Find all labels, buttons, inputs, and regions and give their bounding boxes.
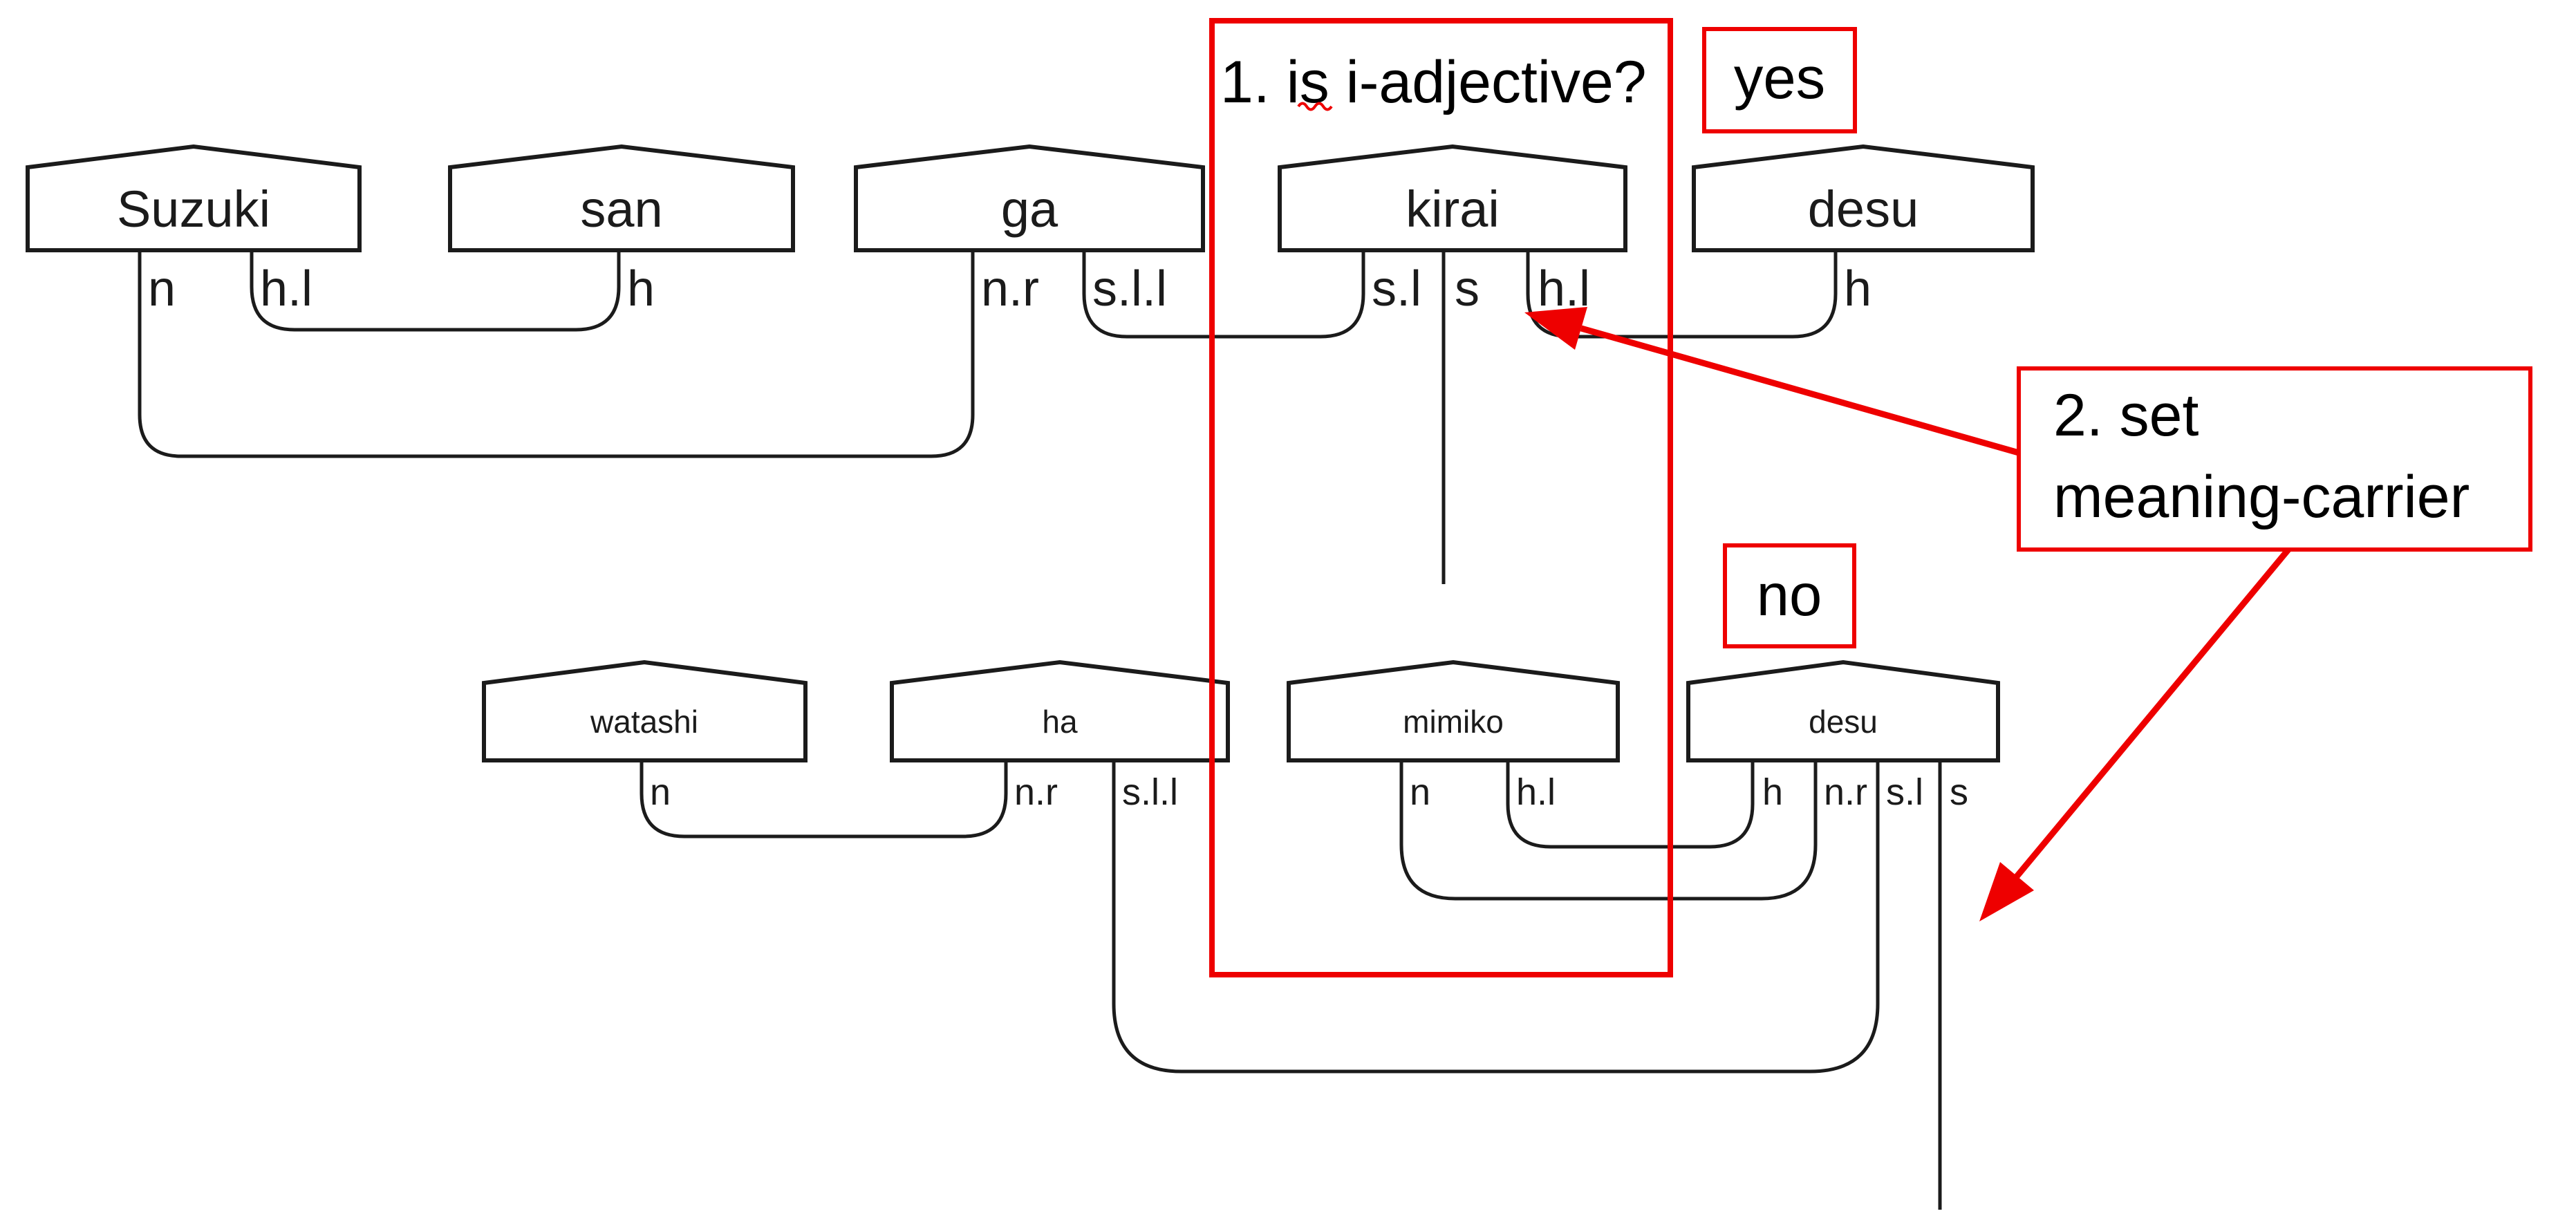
port-label-mimiko-n: n — [1410, 771, 1430, 813]
word-node-ha: ha — [890, 659, 1230, 762]
link-mimiko-hl-desu-h — [1506, 760, 1755, 849]
port-label-desu-bottom-h: h — [1762, 771, 1783, 813]
arrow-step2-to-kirai-s — [1524, 307, 2020, 456]
word-label-ha: ha — [1042, 704, 1078, 740]
port-label-watashi-n: n — [650, 771, 671, 813]
no-badge: no — [1723, 543, 1856, 648]
spellcheck-squiggle — [1297, 102, 1333, 111]
word-label-ga: ga — [1001, 180, 1058, 238]
port-label-ha-nr: n.r — [1014, 771, 1058, 813]
arrow-step2-to-kirai-s-head-icon — [1524, 307, 1587, 350]
step2-label-line2: meaning-carrier — [2053, 464, 2470, 530]
word-label-desu-top: desu — [1808, 180, 1919, 238]
word-node-desu-bottom: desu — [1686, 659, 2000, 762]
no-label: no — [1757, 563, 1822, 628]
word-label-suzuki: Suzuki — [117, 180, 270, 238]
word-node-watashi: watashi — [482, 659, 808, 762]
port-label-suzuki-hl: h.l — [260, 261, 312, 317]
link-ga-sll-kirai-sl — [1082, 250, 1365, 339]
word-node-suzuki: Suzuki — [26, 144, 362, 252]
port-label-desu-bottom-sl: s.l — [1886, 771, 1923, 813]
step2-label-line1: 2. set — [2053, 382, 2199, 449]
word-box-watashi — [482, 659, 808, 762]
word-box-desu-top — [1692, 144, 2035, 252]
port-label-ha-sll: s.l.l — [1122, 771, 1178, 813]
word-node-san: san — [448, 144, 795, 252]
link-mimiko-n-desu-nr — [1399, 760, 1818, 901]
word-box-suzuki — [26, 144, 362, 252]
word-box-san — [448, 144, 795, 252]
top-sentence-diagram: Suzuki san ga kirai desu n h.l h n.r — [26, 144, 2035, 584]
word-label-mimiko: mimiko — [1403, 704, 1504, 740]
yes-box — [1702, 27, 1857, 133]
port-label-kirai-s: s — [1455, 261, 1480, 317]
link-suzuki-n-ga-nr — [138, 250, 975, 458]
bottom-sentence-diagram: watashi ha mimiko desu n n.r s.l.l n h.l… — [482, 659, 2000, 1210]
port-label-kirai-sl: s.l — [1372, 261, 1421, 317]
word-node-mimiko: mimiko — [1287, 659, 1620, 762]
port-label-desu-bottom-s: s — [1950, 771, 1968, 813]
port-label-ga-nr: n.r — [981, 261, 1039, 317]
annotations-overlay: 1. is i-adjective? yes no 2. set meaning… — [1209, 18, 2532, 977]
link-ha-sll-desu-sl — [1112, 760, 1880, 1074]
word-box-mimiko — [1287, 659, 1620, 762]
word-label-kirai: kirai — [1406, 180, 1500, 238]
link-suzuki-hl-san-h — [250, 250, 621, 332]
arrow-step2-to-desu-s-head-icon — [1979, 862, 2034, 921]
yes-label: yes — [1734, 46, 1825, 111]
word-box-desu-bottom — [1686, 659, 2000, 762]
port-label-san-h: h — [627, 261, 655, 317]
word-box-kirai — [1278, 144, 1627, 252]
step1-label: 1. is i-adjective? — [1220, 49, 1647, 115]
step2-callout: 2. set meaning-carrier — [2017, 366, 2532, 552]
port-label-desu-top-h: h — [1844, 261, 1872, 317]
step2-box — [2017, 366, 2532, 552]
highlight-column-box — [1209, 18, 1673, 977]
port-label-mimiko-hl: h.l — [1516, 771, 1556, 813]
port-label-desu-bottom-nr: n.r — [1824, 771, 1867, 813]
word-label-desu-bottom: desu — [1809, 704, 1878, 740]
word-label-san: san — [580, 180, 662, 238]
word-node-ga: ga — [854, 144, 1205, 252]
no-box — [1723, 543, 1856, 648]
word-node-kirai: kirai — [1278, 144, 1627, 252]
arrow-step2-to-kirai-s-shaft — [1580, 325, 2020, 456]
word-label-watashi: watashi — [590, 704, 698, 740]
arrow-step2-to-desu-s-shaft — [2014, 547, 2291, 879]
yes-badge: yes — [1702, 27, 1857, 133]
word-box-ga — [854, 144, 1205, 252]
link-watashi-n-ha-nr — [640, 760, 1008, 838]
port-label-ga-sll: s.l.l — [1092, 261, 1167, 317]
arrow-step2-to-desu-s — [1979, 547, 2291, 921]
word-node-desu-top: desu — [1692, 144, 2035, 252]
port-label-kirai-hl: h.l — [1538, 261, 1590, 317]
word-box-ha — [890, 659, 1230, 762]
port-label-suzuki-n: n — [148, 261, 176, 317]
